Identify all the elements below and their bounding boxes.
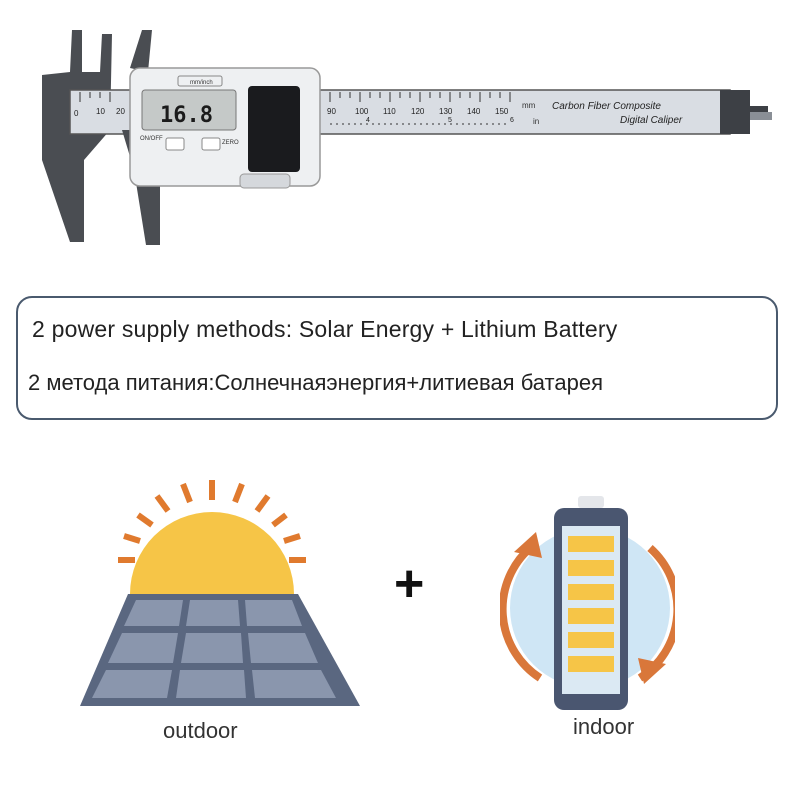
onoff-button <box>165 137 185 151</box>
plus-sign: + <box>394 555 425 613</box>
inch-number: 6 <box>510 117 514 124</box>
scale-number: 90 <box>327 107 336 116</box>
power-supply-russian-text: 2 метода питания:Солнечнаяэнергия+литиев… <box>28 370 604 395</box>
mm-label: mm <box>522 101 536 110</box>
unit-button-label: mm/inch <box>190 80 213 86</box>
solar-cell-panel <box>248 86 300 172</box>
outdoor-label: outdoor <box>163 718 238 743</box>
digital-caliper-image: 0 10 20 90 100 110 120 130 140 150 4 5 6… <box>42 30 772 245</box>
inch-number: 5 <box>448 117 452 124</box>
brand-line-2: Digital Caliper <box>620 115 683 126</box>
lcd-value: 16.8 <box>160 103 213 128</box>
sun <box>130 512 294 594</box>
scale-number: 150 <box>495 107 509 116</box>
scale-number: 100 <box>355 107 369 116</box>
scale-number: 10 <box>96 107 105 116</box>
lcd-display <box>141 89 237 131</box>
zero-label: ZERO <box>222 140 239 146</box>
scale-number: 140 <box>467 107 481 116</box>
scale-number: 130 <box>439 107 453 116</box>
scale-number: 0 <box>74 109 79 118</box>
solar-panel-sun-icon <box>80 480 360 706</box>
scale-number: 120 <box>411 107 425 116</box>
battery-charging-icon <box>500 496 675 710</box>
charging-arrow <box>500 545 543 682</box>
battery-cap <box>578 496 604 508</box>
zero-button <box>201 137 221 151</box>
power-supply-info-box: 2 power supply methods: Solar Energy + L… <box>16 296 778 420</box>
battery-cells <box>568 536 614 672</box>
inch-number: 4 <box>366 117 370 124</box>
in-label: in <box>533 117 539 126</box>
brand-line-1: Carbon Fiber Composite <box>552 101 661 112</box>
scale-number: 20 <box>116 107 125 116</box>
indoor-label: indoor <box>573 714 635 739</box>
onoff-label: ON/OFF <box>140 136 163 142</box>
solar-panel-cells <box>92 600 336 698</box>
caliper-fixed-jaw <box>42 30 112 242</box>
unit-button <box>177 75 223 87</box>
power-supply-english-text: 2 power supply methods: Solar Energy + L… <box>32 316 618 342</box>
sun-rays <box>118 480 306 563</box>
caliper-scale-ticks <box>79 92 511 125</box>
scale-number: 110 <box>383 107 396 116</box>
